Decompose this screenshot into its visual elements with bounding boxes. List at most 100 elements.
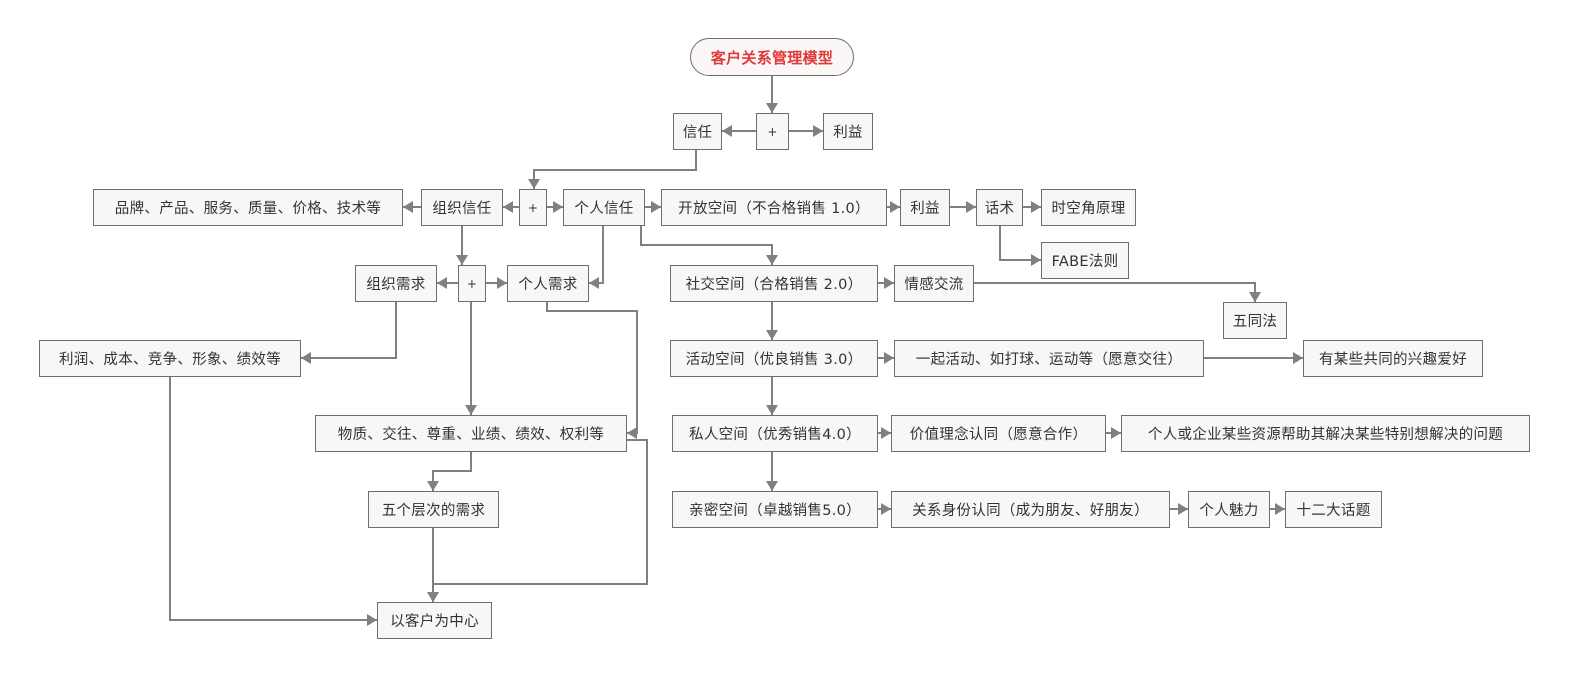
node-activity-desc[interactable]: 一起活动、如打球、运动等（愿意交往） <box>894 340 1204 377</box>
node-material-list[interactable]: 物质、交往、尊重、业绩、绩效、权利等 <box>315 415 627 452</box>
node-plus-need[interactable]: + <box>458 265 486 302</box>
arrowhead-icon <box>651 201 661 213</box>
arrowhead-icon <box>1031 254 1041 266</box>
connector-profit-list-to-customer-center <box>169 377 377 626</box>
connector-org-trust-to-brand-list <box>403 201 421 213</box>
connector-root-to-plus-top <box>766 76 778 113</box>
connector-plus-need-to-material-list <box>465 302 477 415</box>
connector-line <box>432 439 648 602</box>
connector-private-space-to-intimate-space <box>766 452 778 491</box>
node-twelve-topics[interactable]: 十二大话题 <box>1285 491 1382 528</box>
connector-activity-space-to-private-space <box>766 377 778 415</box>
connector-plus-mid-to-org-trust <box>503 201 519 213</box>
connector-line <box>533 150 697 189</box>
node-fabe[interactable]: FABE法则 <box>1041 242 1129 279</box>
node-intimate-space[interactable]: 亲密空间（卓越销售5.0） <box>672 491 878 528</box>
arrowhead-icon <box>1031 201 1041 213</box>
connector-plus-need-to-org-need <box>437 277 458 289</box>
connector-line <box>640 226 773 265</box>
arrowhead-icon <box>884 277 894 289</box>
arrowhead-icon <box>1275 503 1285 515</box>
connector-material-list-to-customer-center <box>427 439 648 602</box>
node-org-trust[interactable]: 组织信任 <box>421 189 503 226</box>
connector-plus-top-to-trust <box>722 125 756 137</box>
connector-speech-to-spacetime <box>1023 201 1041 213</box>
node-brand-list[interactable]: 品牌、产品、服务、质量、价格、技术等 <box>93 189 403 226</box>
arrowhead-icon <box>456 255 468 265</box>
arrowhead-icon <box>497 277 507 289</box>
arrowhead-icon <box>881 427 891 439</box>
arrowhead-icon <box>813 125 823 137</box>
connector-charm-to-twelve-topics <box>1270 503 1285 515</box>
connector-personal-trust-to-social-space <box>640 226 778 265</box>
arrowhead-icon <box>367 614 377 626</box>
connector-line <box>169 377 377 621</box>
node-personal-need[interactable]: 个人需求 <box>507 265 589 302</box>
node-root-title[interactable]: 客户关系管理模型 <box>690 38 854 76</box>
connector-social-space-to-emotion <box>878 277 894 289</box>
node-five-levels[interactable]: 五个层次的需求 <box>368 491 499 528</box>
node-open-space[interactable]: 开放空间（不合格销售 1.0） <box>661 189 887 226</box>
arrowhead-icon <box>403 201 413 213</box>
node-personal-trust[interactable]: 个人信任 <box>563 189 645 226</box>
node-profit-list[interactable]: 利润、成本、竞争、形象、绩效等 <box>39 340 301 377</box>
connector-plus-top-to-benefit-top <box>789 125 823 137</box>
node-customer-center[interactable]: 以客户为中心 <box>377 602 492 639</box>
connector-personal-need-to-material-list <box>546 302 638 439</box>
connector-intimate-space-to-relation-identity <box>878 503 891 515</box>
connector-plus-need-to-personal-need <box>486 277 507 289</box>
node-social-space[interactable]: 社交空间（合格销售 2.0） <box>670 265 878 302</box>
arrowhead-icon <box>465 405 477 415</box>
arrowhead-icon <box>1293 352 1303 364</box>
connector-plus-mid-to-personal-trust <box>547 201 563 213</box>
connector-activity-desc-to-hobby <box>1204 352 1303 364</box>
node-charm[interactable]: 个人魅力 <box>1188 491 1270 528</box>
node-private-space[interactable]: 私人空间（优秀销售4.0） <box>672 415 878 452</box>
node-plus-top[interactable]: + <box>756 113 789 150</box>
arrowhead-icon <box>766 481 778 491</box>
node-org-need[interactable]: 组织需求 <box>355 265 437 302</box>
connector-benefit-2-to-speech <box>950 201 976 213</box>
connector-line <box>999 226 1041 261</box>
node-plus-mid[interactable]: + <box>519 189 547 226</box>
node-resource-help[interactable]: 个人或企业某些资源帮助其解决某些特别想解决的问题 <box>1121 415 1530 452</box>
node-spacetime[interactable]: 时空角原理 <box>1041 189 1136 226</box>
arrowhead-icon <box>589 277 599 289</box>
arrowhead-icon <box>1178 503 1188 515</box>
node-emotion[interactable]: 情感交流 <box>894 265 974 302</box>
arrowhead-icon <box>766 255 778 265</box>
arrowhead-icon <box>1249 292 1261 302</box>
arrowhead-icon <box>627 427 637 439</box>
node-speech[interactable]: 话术 <box>976 189 1023 226</box>
arrowhead-icon <box>890 201 900 213</box>
connector-line <box>589 226 604 284</box>
node-activity-space[interactable]: 活动空间（优良销售 3.0） <box>670 340 878 377</box>
arrowhead-icon <box>722 125 732 137</box>
connector-personal-trust-to-open-space <box>645 201 661 213</box>
node-benefit-2[interactable]: 利益 <box>900 189 950 226</box>
arrowhead-icon <box>427 481 439 491</box>
connector-org-need-to-profit-list <box>301 302 397 364</box>
connector-line <box>546 302 638 434</box>
connector-speech-to-fabe <box>999 226 1041 266</box>
connector-org-trust-to-plus-need <box>456 226 468 265</box>
node-five-same[interactable]: 五同法 <box>1223 302 1287 339</box>
arrowhead-icon <box>528 179 540 189</box>
arrowhead-icon <box>553 201 563 213</box>
connector-trust-to-plus-mid <box>528 150 697 189</box>
arrowhead-icon <box>766 330 778 340</box>
node-benefit-top[interactable]: 利益 <box>823 113 873 150</box>
node-hobby[interactable]: 有某些共同的兴趣爱好 <box>1303 340 1483 377</box>
connector-material-list-to-five-levels <box>427 452 472 491</box>
arrowhead-icon <box>437 277 447 289</box>
connector-relation-identity-to-charm <box>1170 503 1188 515</box>
node-value-identity[interactable]: 价值理念认同（愿意合作） <box>891 415 1106 452</box>
connector-open-space-to-benefit-2 <box>887 201 900 213</box>
arrowhead-icon <box>881 503 891 515</box>
node-trust[interactable]: 信任 <box>673 113 722 150</box>
connector-emotion-to-five-same <box>974 282 1261 302</box>
arrowhead-icon <box>766 103 778 113</box>
node-relation-identity[interactable]: 关系身份认同（成为朋友、好朋友） <box>891 491 1170 528</box>
